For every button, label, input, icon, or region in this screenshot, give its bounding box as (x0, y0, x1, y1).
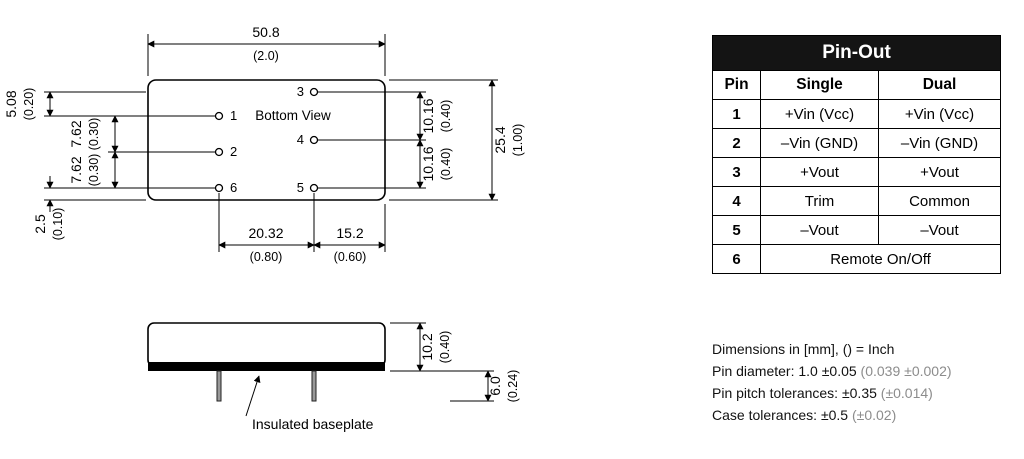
pinout-row-3: 3 +Vout +Vout (712, 157, 1002, 187)
note-units: Dimensions in [mm], () = Inch (712, 341, 895, 357)
pin-dual-function: +Vout (877, 157, 1002, 187)
pin-5-label: 5 (297, 180, 304, 195)
pinout-header-row: Pin Single Dual (712, 70, 1002, 100)
dim-left4-in: (0.10) (51, 208, 65, 241)
pin-number: 4 (712, 186, 761, 216)
col-header-dual: Dual (877, 70, 1002, 100)
note-pin-pitch-text: Pin pitch tolerances: ±0.35 (712, 385, 881, 401)
pin-number: 6 (712, 244, 761, 274)
note-case-tolerance-inch: (±0.02) (851, 407, 897, 423)
pin-4-label: 4 (297, 132, 304, 147)
dim-left3-mm: 7.62 (68, 156, 84, 183)
pin-single-function: –Vin (GND) (760, 128, 879, 158)
pinout-title-row: Pin-Out (711, 35, 1002, 71)
pin-5-circle (309, 183, 319, 193)
dim-height-in: (0.40) (438, 331, 452, 364)
pin-dual-function: –Vout (877, 215, 1002, 245)
pin-2-label: 2 (230, 144, 237, 159)
pinout-row-2: 2 –Vin (GND) –Vin (GND) (712, 128, 1002, 158)
pin-shared-function: Remote On/Off (759, 244, 1002, 274)
pin-single-function: +Vout (760, 157, 879, 187)
side-pin-right (311, 370, 317, 402)
dim-right3-mm: 25.4 (492, 126, 508, 153)
pinout-title: Pin-Out (711, 35, 1002, 71)
dim-bottom2-mm: 15.2 (336, 225, 363, 241)
baseplate-callout-label: Insulated baseplate (252, 416, 374, 432)
dim-right1-mm: 10.16 (420, 98, 436, 133)
dim-left1-mm: 5.08 (3, 90, 19, 117)
pinout-table: Pin-Out Pin Single Dual 1 +Vin (Vcc) +Vi… (711, 35, 1002, 274)
pin-number: 5 (712, 215, 761, 245)
pin-6-label: 6 (230, 180, 237, 195)
dim-height-mm: 10.2 (419, 333, 435, 360)
view-label: Bottom View (255, 108, 331, 123)
dim-left2-mm: 7.62 (68, 120, 84, 147)
pin-single-function: +Vin (Vcc) (760, 99, 879, 129)
pinout-row-1: 1 +Vin (Vcc) +Vin (Vcc) (712, 99, 1002, 129)
notes-block: Dimensions in [mm], () = Inch Pin diamet… (712, 338, 952, 426)
callout-leader-line (245, 375, 261, 417)
pin-1-circle (214, 111, 224, 121)
dim-right1-in: (0.40) (439, 100, 453, 133)
note-case-tolerance-text: Case tolerances: ±0.5 (712, 407, 852, 423)
note-pin-pitch-inch: (±0.014) (880, 385, 933, 401)
dim-right2-in: (0.40) (439, 148, 453, 181)
mechanical-drawing: 1 2 6 3 4 5 Bottom View 50.8 (2.0) 5.08 … (3, 24, 525, 432)
pinout-row-6: 6 Remote On/Off (712, 244, 1002, 274)
dim-left3-in: (0.30) (87, 154, 101, 187)
note-pin-pitch: Pin pitch tolerances: ±0.35 (±0.014) (712, 382, 952, 404)
col-header-pin: Pin (712, 70, 761, 100)
pin-number: 1 (712, 99, 761, 129)
pin-3-circle (309, 87, 319, 97)
note-pin-diameter-text: Pin diameter: 1.0 ±0.05 (712, 363, 861, 379)
dim-bottom1-mm: 20.32 (248, 225, 283, 241)
pin-number: 3 (712, 157, 761, 187)
note-pin-diameter: Pin diameter: 1.0 ±0.05 (0.039 ±0.002) (712, 360, 952, 382)
pin-markers (214, 87, 319, 193)
pinout-row-4: 4 Trim Common (712, 186, 1002, 216)
dim-right2-mm: 10.16 (420, 146, 436, 181)
dim-width-mm: 50.8 (252, 24, 279, 40)
dim-bottom2-in: (0.60) (334, 250, 367, 264)
pin-4-circle (309, 135, 319, 145)
pin-1-label: 1 (230, 108, 237, 123)
pin-dual-function: –Vin (GND) (877, 128, 1002, 158)
pin-dual-function: Common (877, 186, 1002, 216)
pin-6-circle (214, 183, 224, 193)
dim-pinlen-in: (0.24) (506, 370, 520, 403)
dim-bottom1-in: (0.80) (250, 250, 283, 264)
pin-dual-function: +Vin (Vcc) (877, 99, 1002, 129)
extension-lines (44, 34, 498, 252)
pinout-row-5: 5 –Vout –Vout (712, 215, 1002, 245)
pin-3-label: 3 (297, 84, 304, 99)
pin-single-function: Trim (760, 186, 879, 216)
baseplate-bar (148, 362, 385, 371)
col-header-single: Single (760, 70, 879, 100)
note-pin-diameter-inch: (0.039 ±0.002) (860, 363, 952, 379)
dimension-lines (46, 40, 496, 249)
pin-single-function: –Vout (760, 215, 879, 245)
pin-number: 2 (712, 128, 761, 158)
dim-pinlen-mm: 6.0 (487, 376, 503, 396)
side-dimension-lines (416, 322, 492, 402)
dim-left4-mm: 2.5 (32, 214, 48, 234)
pin-2-circle (214, 147, 224, 157)
dim-width-in: (2.0) (253, 49, 279, 63)
side-view-body (147, 322, 386, 367)
dim-left1-in: (0.20) (22, 88, 36, 121)
note-case-tolerance: Case tolerances: ±0.5 (±0.02) (712, 404, 952, 426)
dim-right3-in: (1.00) (511, 124, 525, 157)
side-pin-left (216, 370, 222, 402)
dim-left2-in: (0.30) (87, 118, 101, 151)
